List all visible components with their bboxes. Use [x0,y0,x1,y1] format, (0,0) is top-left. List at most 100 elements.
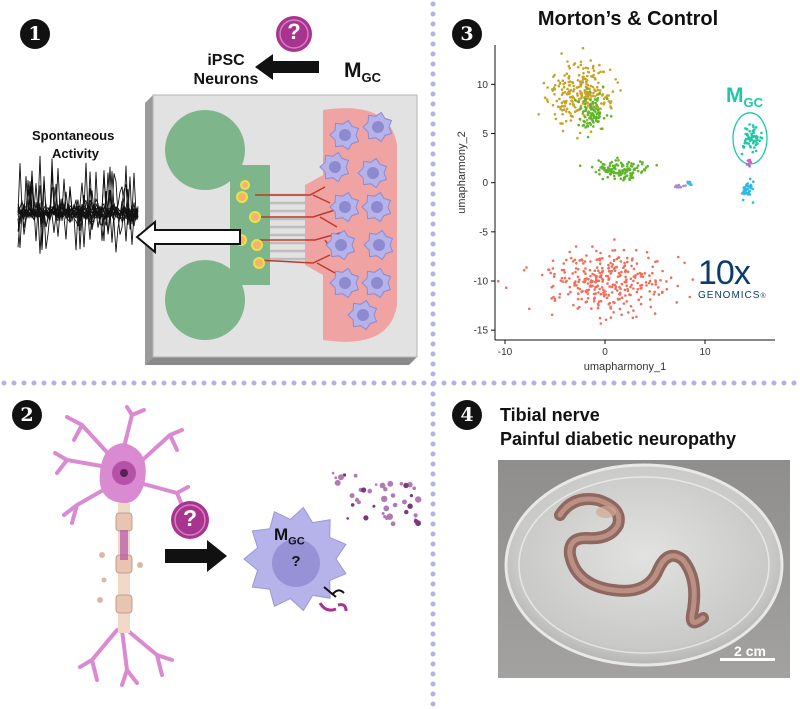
umap-point [654,279,657,282]
umap-point [572,89,575,93]
umap-point [537,113,540,116]
umap-point [591,112,594,115]
umap-point [580,297,583,301]
umap-point [566,87,569,91]
umap-point [565,279,568,283]
umap-point [639,284,642,287]
umap-point [750,185,753,188]
umap-point [607,269,611,273]
umap-point [577,292,580,295]
umap-point [645,250,649,254]
umap-point [682,184,685,188]
umap-point [605,95,608,98]
umap-point [568,66,572,70]
umap-point [613,166,616,169]
umap-point [586,96,590,99]
umap-point [589,98,592,102]
umap-point [635,166,639,170]
umap-point [604,318,608,322]
y-tick-label: -15 [474,326,489,337]
umap-point [582,71,585,75]
umap-point [592,91,595,95]
umap-point [589,112,592,115]
umap-point [599,160,603,164]
umap-point [588,268,592,272]
umap-point [632,279,635,283]
umap-point [618,169,621,172]
umap-point [586,101,590,105]
umap-point [610,265,614,268]
umap-point [619,89,622,92]
umap-point [615,289,619,292]
umap-point [552,75,555,78]
umap-point [528,307,531,311]
umap-point [744,127,747,130]
umap-point [600,102,603,105]
question-mark-2: ? [182,505,198,531]
umap-point [619,260,623,263]
umap-point [577,100,580,104]
umap-point [551,89,555,92]
umap-point [623,177,626,180]
umap-point [552,295,555,299]
umap-point [596,108,600,112]
umap-point [592,116,596,120]
umap-point [590,118,593,121]
umap-point [607,294,611,297]
umap-point [578,305,581,309]
umap-point [568,250,571,254]
umap-point [585,118,589,122]
umap-point [743,139,747,142]
umap-point [552,86,556,90]
umap-point [568,277,571,280]
umap-point [622,302,626,305]
umap-point [628,177,631,180]
scale-bar-label: 2 cm [734,643,766,659]
umap-point [623,261,626,265]
umap-point [598,92,601,95]
umap-point [589,130,593,133]
umap-point [571,95,574,98]
umap-point [592,105,596,109]
umap-point [598,257,602,260]
umap-point [756,138,759,141]
umap-point [591,272,594,276]
umap-point [593,95,597,98]
umap-point [586,111,590,114]
umap-point [553,93,556,96]
umap-point [638,160,642,163]
umap-point [569,114,573,118]
umap-point [615,281,618,284]
umap-point [576,297,580,301]
umap-point [754,149,758,153]
umap-point [575,284,578,287]
umap-point [677,255,680,259]
umap-point [553,83,557,87]
umap-point [748,160,751,163]
umap-point [569,119,573,122]
umap-point [586,292,590,295]
umap-point [613,177,617,181]
umap-point [615,265,618,269]
umap-point [740,152,744,156]
umap-point [588,87,591,91]
umap-point [586,113,590,117]
umap-point [647,256,650,260]
umap-point [584,66,588,70]
umap-point [600,94,604,97]
umap-point [595,117,598,120]
umap-point [639,295,643,299]
question-bubble-1 [276,16,312,52]
umap-point [565,107,569,111]
umap-point [758,139,761,143]
umap-point [601,280,604,283]
umap-point [613,249,617,252]
y-tick-label: 5 [482,129,488,140]
umap-point [623,264,626,268]
umap-point [752,125,755,129]
umap-point [691,278,695,281]
umap-point [629,174,632,178]
umap-point [574,106,577,109]
umap-point [582,99,586,103]
